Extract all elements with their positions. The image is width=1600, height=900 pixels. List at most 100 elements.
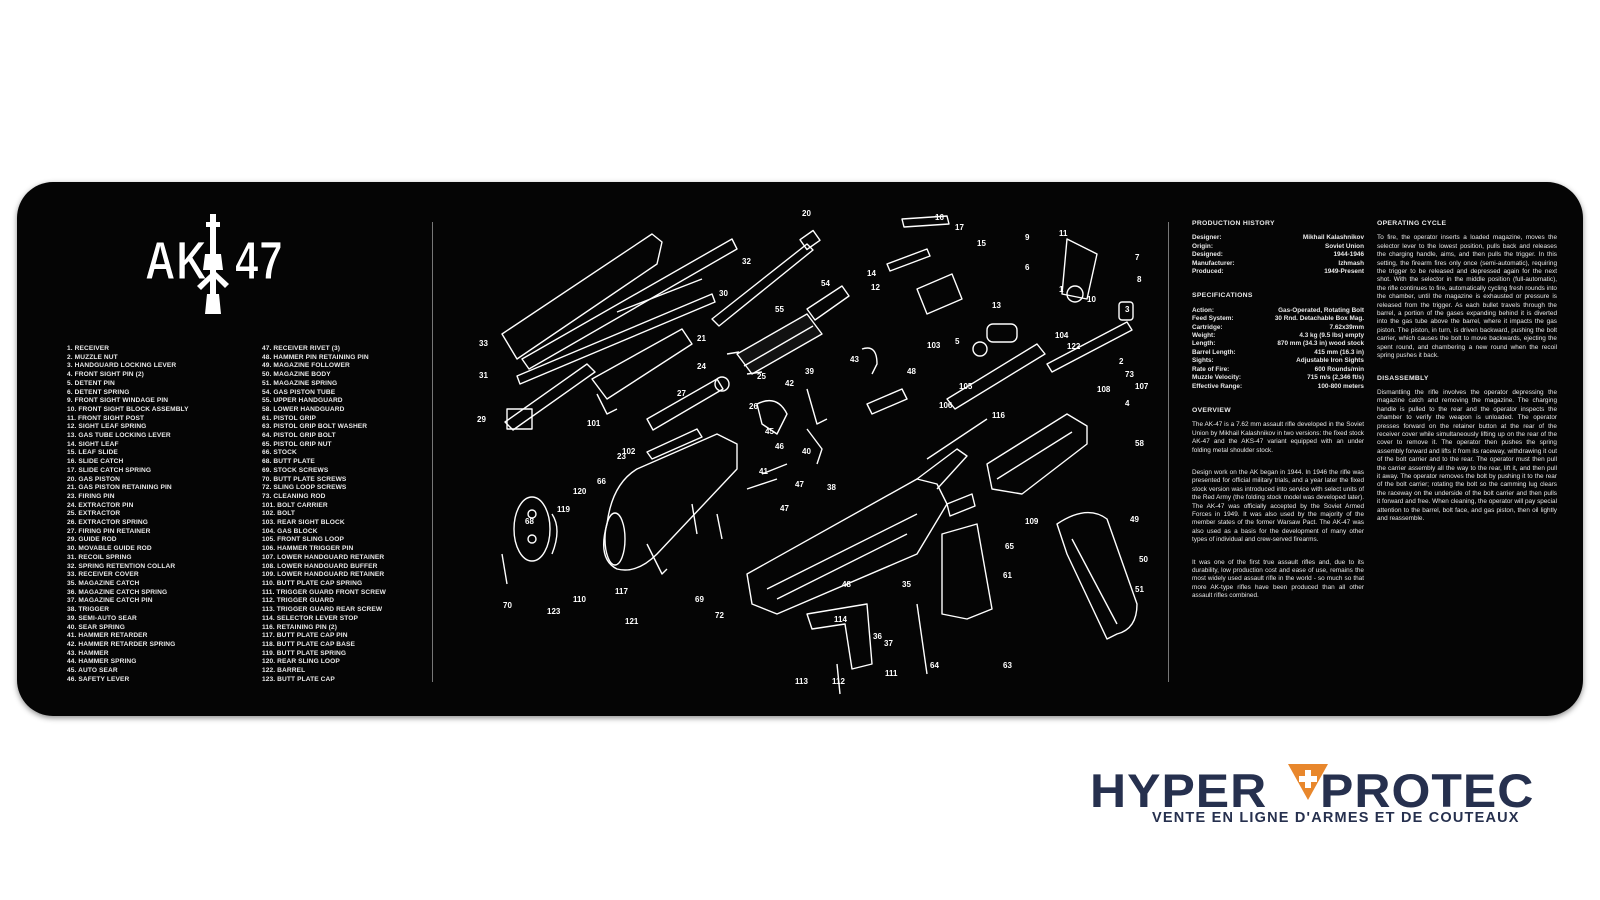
diagram-callout-number: 113 (795, 677, 808, 686)
diagram-callout-number: 65 (1005, 542, 1014, 551)
part-list-item: 23. FIRING PIN (67, 492, 115, 500)
diagram-callout-number: 24 (697, 362, 706, 371)
diagram-callout-number: 116 (992, 411, 1005, 420)
overview-title: OVERVIEW (1192, 406, 1231, 414)
overview-paragraph: Design work on the AK began in 1944. In … (1192, 468, 1364, 544)
diagram-callout-number: 23 (617, 452, 626, 461)
diagram-callout-number: 27 (677, 389, 686, 398)
part-list-item: 11. FRONT SIGHT POST (67, 414, 145, 422)
column-divider (1168, 222, 1169, 682)
diagram-callout-number: 48 (842, 580, 851, 589)
spec-row: Cartridge: 7.62x39mm (1192, 324, 1364, 332)
overview-section: OVERVIEW The AK-47 is a 7.62 mm assault … (1192, 407, 1364, 601)
diagram-callout-number: 16 (935, 213, 944, 222)
spec-row: Weight: 4.3 kg (9.5 lbs) empty (1192, 332, 1364, 340)
spec-row: Produced:1949-Present (1192, 268, 1364, 276)
part-list-item: 45. AUTO SEAR (67, 667, 118, 675)
spec-value: Izhmash (1338, 259, 1364, 267)
diagram-callout-number: 120 (573, 487, 587, 496)
spec-value: 415 mm (16.3 in) (1314, 348, 1364, 356)
part-list-item: 1. RECEIVER (67, 345, 110, 352)
diagram-callout-number: 26 (749, 402, 758, 411)
spec-label: Origin: (1192, 242, 1213, 250)
spec-value: 870 mm (34.3 in) wood stock (1277, 340, 1364, 348)
part-list-item: 6. DETENT SPRING (67, 388, 130, 396)
part-list-item: 41. HAMMER RETARDER (67, 632, 148, 640)
logo-text-right: 47 (235, 231, 284, 292)
spec-row: Designed:1944-1946 (1192, 251, 1364, 259)
part-list-item: 70. BUTT PLATE SCREWS (262, 475, 347, 483)
part-list-item: 5. DETENT PIN (67, 379, 115, 387)
diagram-callout-number: 1 (1059, 285, 1064, 294)
spec-value: 1949-Present (1324, 268, 1364, 276)
column-divider (432, 222, 433, 682)
part-list-item: 31. RECOIL SPRING (67, 553, 132, 561)
diagram-callout-number: 108 (1097, 385, 1111, 394)
spec-label: Length: (1192, 340, 1216, 348)
diagram-callout-number: 46 (775, 442, 784, 451)
specifications-title: SPECIFICATIONS (1192, 292, 1253, 300)
part-list-item: 106. HAMMER TRIGGER PIN (262, 545, 354, 553)
diagram-callout-number: 61 (1003, 571, 1012, 580)
diagram-callout-number: 55 (775, 305, 784, 314)
part-list-item: 29. GUIDE ROD (67, 536, 117, 544)
specifications-section: SPECIFICATIONS Action:Gas-Operated, Rota… (1192, 292, 1364, 390)
part-list-item: 13. GAS TUBE LOCKING LEVER (67, 432, 171, 440)
spec-label: Weight: (1192, 332, 1216, 340)
part-list-item: 2. MUZZLE NUT (67, 353, 118, 361)
part-list-item: 111. TRIGGER GUARD FRONT SCREW (262, 588, 386, 596)
spec-value: 600 Rounds/min (1314, 365, 1364, 373)
part-list-item: 9. FRONT SIGHT WINDAGE PIN (67, 397, 169, 405)
part-list-item: 119. BUTT PLATE SPRING (262, 649, 347, 657)
part-list-item: 35. MAGAZINE CATCH (67, 579, 140, 587)
spec-value: 7.62x39mm (1329, 323, 1364, 331)
overview-paragraph: It was one of the first true assault rif… (1192, 558, 1364, 600)
diagram-callout-number: 3 (1125, 305, 1130, 314)
diagram-callout-number: 41 (759, 467, 768, 476)
part-list-item: 118. BUTT PLATE CAP BASE (262, 640, 356, 648)
spec-label: Cartridge: (1192, 323, 1223, 331)
spec-row: Effective Range:100-800 meters (1192, 383, 1364, 391)
diagram-callout-number: 14 (867, 269, 876, 278)
part-list-item: 10. FRONT SIGHT BLOCK ASSEMBLY (67, 405, 189, 413)
diagram-callout-number: 6 (1025, 263, 1030, 272)
part-list-item: 122. BARREL (262, 667, 306, 675)
diagram-callout-number: 104 (1055, 331, 1069, 340)
diagram-callout-number: 30 (719, 289, 728, 298)
part-list-item: 110. BUTT PLATE CAP SPRING (262, 579, 363, 587)
diagram-callout-number: 43 (850, 355, 859, 364)
part-list-item: 103. REAR SIGHT BLOCK (262, 519, 345, 527)
ak47-logo: AK 47 (145, 212, 305, 317)
diagram-callout-number: 38 (827, 483, 836, 492)
part-list-item: 50. MAGAZINE BODY (262, 371, 331, 379)
spec-value: 4.3 kg (9.5 lbs) empty (1299, 332, 1364, 340)
diagram-callout-number: 103 (927, 341, 941, 350)
diagram-callout-number: 112 (832, 677, 845, 686)
part-list-item: 21. GAS PISTON RETAINING PIN (67, 484, 172, 492)
part-list-item: 33. RECEIVER COVER (67, 571, 139, 579)
part-list-item: 26. EXTRACTOR SPRING (67, 519, 149, 527)
spec-row: Action:Gas-Operated, Rotating Bolt (1192, 307, 1364, 315)
diagram-callout-number: 101 (587, 419, 601, 428)
spec-label: Effective Range: (1192, 382, 1243, 390)
part-list-item: 3. HANDGUARD LOCKING LEVER (67, 362, 177, 370)
diagram-callout-number: 64 (930, 661, 939, 670)
part-list-item: 66. STOCK (262, 449, 297, 457)
diagram-callout-number: 20 (802, 209, 811, 218)
diagram-callout-number: 39 (805, 367, 814, 376)
diagram-callout-number: 123 (547, 607, 561, 616)
diagram-callout-number: 42 (785, 379, 794, 388)
part-list-item: 64. PISTOL GRIP BOLT (262, 432, 336, 440)
part-list-item: 40. SEAR SPRING (67, 623, 125, 631)
diagram-callout-number: 49 (1130, 515, 1139, 524)
part-list-item: 37. MAGAZINE CATCH PIN (67, 597, 153, 605)
part-list-item: 105. FRONT SLING LOOP (262, 536, 344, 544)
part-list-item: 47. RECEIVER RIVET (3) (262, 345, 341, 352)
spec-label: Muzzle Velocity: (1192, 374, 1242, 382)
diagram-callout-number: 109 (1025, 517, 1039, 526)
part-list-item: 38. TRIGGER (67, 606, 110, 614)
diagram-callout-number: 121 (625, 617, 639, 626)
diagram-callout-number: 13 (992, 301, 1001, 310)
diagram-callout-number: 8 (1137, 275, 1142, 284)
